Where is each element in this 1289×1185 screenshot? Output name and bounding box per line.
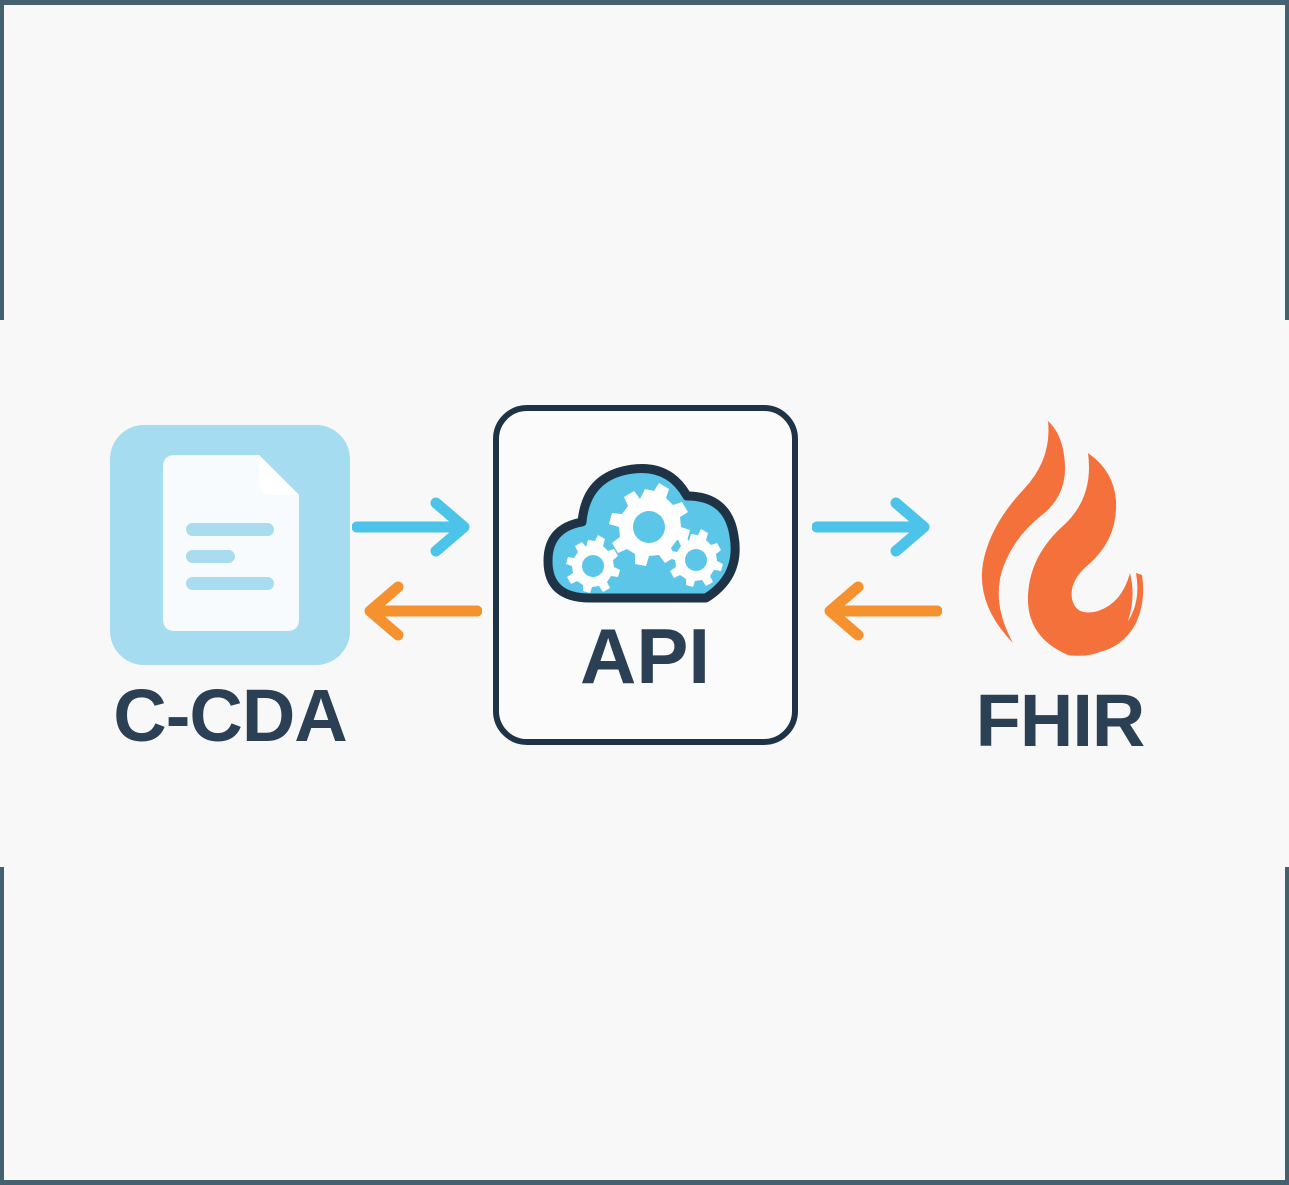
ccda-tile (110, 425, 350, 665)
gear-small-left (565, 534, 620, 593)
node-api[interactable]: API (480, 405, 810, 745)
fhir-label: FHIR (975, 679, 1146, 762)
node-fhir[interactable]: FHIR (930, 415, 1190, 758)
document-icon (155, 453, 305, 638)
arrow-ccda-to-api (351, 497, 470, 557)
api-card: API (492, 405, 798, 745)
arrow-api-to-ccda (364, 581, 483, 641)
gear-small-right (668, 528, 723, 587)
connector-group-right (811, 492, 943, 657)
connector-group-left (351, 492, 483, 657)
frame-left-rule-upper (0, 0, 4, 320)
node-ccda[interactable]: C-CDA (60, 425, 400, 753)
frame-left-rule-lower (0, 867, 4, 1185)
arrow-fhir-to-api (824, 581, 943, 641)
cloud-gears-icon (538, 456, 753, 611)
flame-icon (960, 415, 1160, 670)
arrow-api-to-fhir (811, 497, 930, 557)
ccda-label: C-CDA (113, 674, 347, 757)
frame-right-rule-upper (1285, 0, 1289, 320)
gear-large (608, 482, 690, 566)
api-label: API (579, 611, 711, 700)
frame-bottom-rule (0, 1180, 1289, 1185)
frame-top-rule (0, 0, 1289, 5)
fhir-logo-wrap (950, 415, 1170, 670)
frame-right-rule-lower (1285, 867, 1289, 1185)
